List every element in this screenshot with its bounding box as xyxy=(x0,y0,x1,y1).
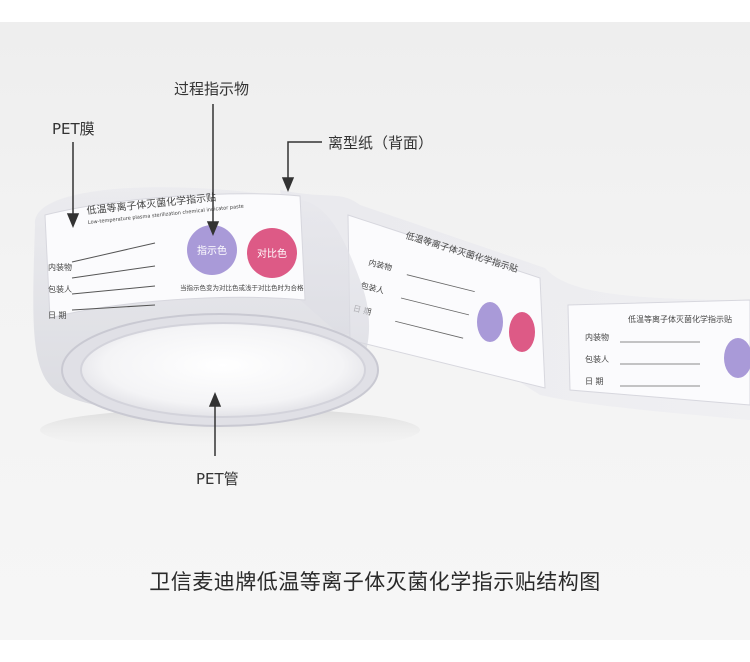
strip-indicator-dot xyxy=(477,302,503,342)
strip3-indicator-dot xyxy=(724,338,750,378)
pet-tube-core xyxy=(80,322,366,418)
diagram-caption: 卫信麦迪牌低温等离子体灭菌化学指示贴结构图 xyxy=(149,570,601,594)
strip3-field-contents: 内装物 xyxy=(585,332,609,342)
roll-shadow xyxy=(40,408,420,452)
main-label: 低温等离子体灭菌化学指示贴 Low-temperature plasma ste… xyxy=(44,190,306,320)
strip3-field-date: 日 期 xyxy=(585,377,604,386)
strip-compare-dot xyxy=(509,312,535,352)
label-field-packer: 包装人 xyxy=(48,284,72,294)
label-field-date: 日 期 xyxy=(48,311,67,320)
strip3-label-title: 低温等离子体灭菌化学指示贴 xyxy=(628,314,732,324)
callout-release-paper: 离型纸（背面） xyxy=(328,134,434,152)
callout-indicator: 过程指示物 xyxy=(174,80,250,98)
strip-label-3: 低温等离子体灭菌化学指示贴 内装物 包装人 日 期 xyxy=(567,299,750,406)
contents-line xyxy=(71,242,156,263)
label-field-contents: 内装物 xyxy=(48,262,72,272)
compare-dot-label: 对比色 xyxy=(257,247,287,260)
callout-arrows xyxy=(66,104,322,456)
date-line xyxy=(71,304,156,311)
indicator-dot-label: 指示色 xyxy=(197,244,227,257)
callout-pet-film: PET膜 xyxy=(52,120,95,138)
callout-pet-tube: PET管 xyxy=(196,470,239,488)
label-note: 当指示色变为对比色或浅于对比色时为合格 xyxy=(180,283,304,292)
compare-dot xyxy=(247,228,297,278)
strip3-field-packer: 包装人 xyxy=(585,354,609,364)
release-paper-arrow xyxy=(287,141,322,186)
packer-line xyxy=(71,285,156,295)
indicator-dot xyxy=(187,225,237,275)
